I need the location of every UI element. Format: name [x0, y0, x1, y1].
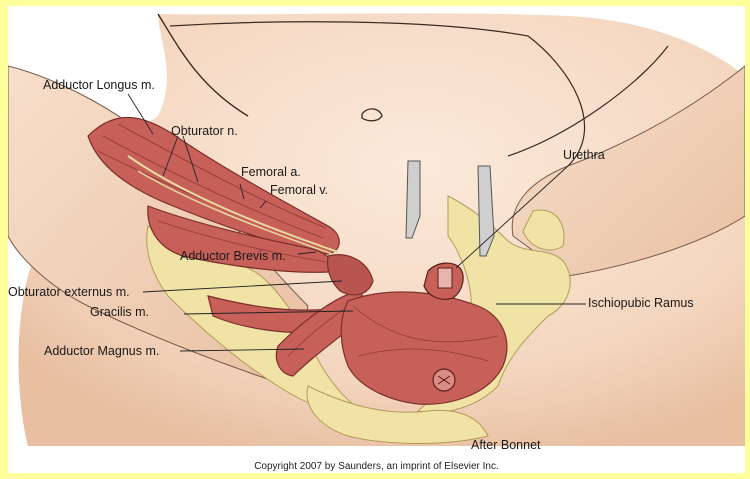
figure-frame: Adductor Longus m. Obturator n. Femoral … [8, 6, 745, 473]
label-adductor-longus: Adductor Longus m. [43, 78, 155, 92]
label-after-bonnet: After Bonnet [471, 438, 541, 452]
label-urethra: Urethra [563, 148, 605, 162]
label-obturator-nerve: Obturator n. [171, 124, 238, 138]
label-gracilis: Gracilis m. [90, 305, 149, 319]
copyright-notice: Copyright 2007 by Saunders, an imprint o… [8, 461, 745, 473]
label-femoral-artery: Femoral a. [241, 165, 301, 179]
label-femoral-vein: Femoral v. [270, 183, 328, 197]
label-ischiopubic-ramus: Ischiopubic Ramus [588, 296, 694, 310]
label-adductor-brevis: Adductor Brevis m. [180, 249, 286, 263]
anatomy-illustration [8, 6, 745, 473]
label-adductor-magnus: Adductor Magnus m. [44, 344, 159, 358]
label-obturator-externus: Obturator externus m. [8, 285, 130, 299]
